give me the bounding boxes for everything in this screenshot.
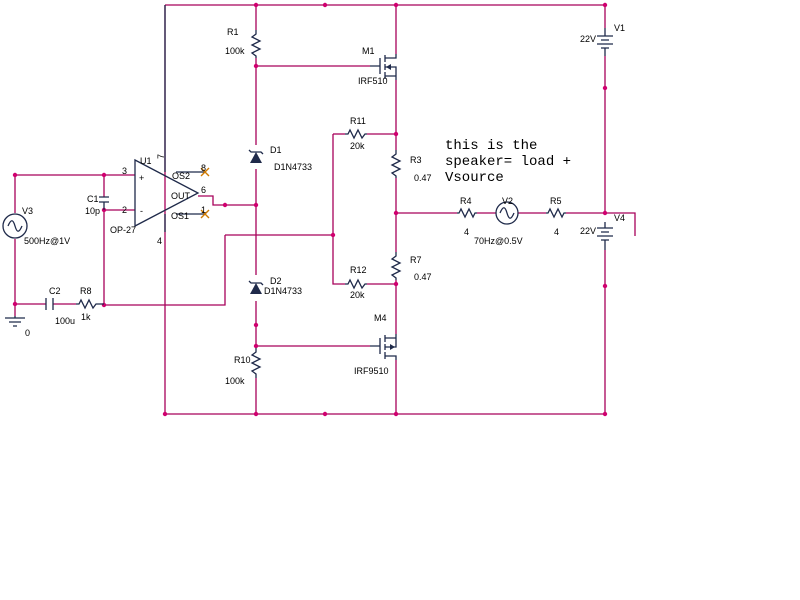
opamp-u1: U1 3 2 7 4 6 8 1 + - OS2 OUT OS1 OP-27 [110,5,210,246]
capacitor-c2: C2 100u [45,286,75,326]
u1-os2: OS2 [172,171,190,181]
speaker-note: this is the speaker= load + Vsource [445,138,571,186]
u1-plus: + [139,173,144,183]
v2-value: 70Hz@0.5V [474,236,523,246]
d1-value: D1N4733 [274,162,312,172]
resistor-r3: R3 0.47 [390,150,432,183]
u1-pin-2: 2 [122,205,127,215]
m4-ref: M4 [374,313,387,323]
v1-ref: V1 [614,23,625,33]
r4-ref: R4 [460,196,472,206]
r12-value: 20k [350,290,365,300]
v2-ref: V2 [502,196,513,206]
d2-value: D1N4733 [264,286,302,296]
mosfet-m4: M4 IRF9510 [354,313,397,376]
r5-ref: R5 [550,196,562,206]
v1-value: 22V [580,34,596,44]
note-line-2: speaker= load + [445,154,571,170]
resistor-r7: R7 0.47 [390,252,432,282]
r11-value: 20k [350,141,365,151]
battery-v4: V4 22V [580,213,625,250]
resistor-r5: R5 4 [546,196,566,237]
r4-value: 4 [464,227,469,237]
resistor-r1: R1 100k [225,27,262,58]
ground-symbol: 0 [5,316,30,338]
battery-v1: V1 22V [580,23,625,56]
c2-value: 100u [55,316,75,326]
u1-pin-7: 7 [156,154,166,159]
resistor-r8: R8 1k [76,286,104,322]
r10-ref: R10 [234,355,251,365]
m1-ref: M1 [362,46,375,56]
u1-pin-8: 8 [201,163,206,173]
c1-value: 10p [85,206,100,216]
m4-value: IRF9510 [354,366,389,376]
r8-ref: R8 [80,286,92,296]
source-v2: V2 70Hz@0.5V [474,196,523,246]
source-v3: V3 500Hz@1V [2,206,70,246]
r3-ref: R3 [410,155,422,165]
r8-value: 1k [81,312,91,322]
u1-pin-4: 4 [157,236,162,246]
r12-ref: R12 [350,265,367,275]
u1-value: OP-27 [110,225,136,235]
u1-os1: OS1 [171,211,189,221]
resistor-r11: R11 20k [345,116,367,151]
r3-value: 0.47 [414,173,432,183]
r7-value: 0.47 [414,272,432,282]
ground-label: 0 [25,328,30,338]
wires [14,4,636,415]
r7-ref: R7 [410,255,422,265]
u1-pin-3: 3 [122,166,127,176]
u1-pin-1: 1 [201,205,206,215]
capacitor-c1: C1 10p [85,194,109,216]
mosfet-m1: M1 IRF510 [358,46,397,86]
c1-ref: C1 [87,194,99,204]
note-line-1: this is the [445,138,537,154]
resistor-r4: R4 4 [457,196,477,237]
u1-ref: U1 [140,156,152,166]
r10-value: 100k [225,376,245,386]
r1-ref: R1 [227,27,239,37]
r1-value: 100k [225,46,245,56]
v4-ref: V4 [614,213,625,223]
d2-ref: D2 [270,276,282,286]
r11-ref: R11 [350,116,366,126]
c2-ref: C2 [49,286,61,296]
note-line-3: Vsource [445,170,504,186]
m1-value: IRF510 [358,76,388,86]
d1-ref: D1 [270,145,282,155]
v4-value: 22V [580,226,596,236]
u1-out: OUT [171,191,191,201]
zener-diode-d1: D1 D1N4733 [248,145,312,172]
u1-pin-6: 6 [201,185,206,195]
resistor-r12: R12 20k [345,265,367,300]
zener-diode-d2: D2 D1N4733 [248,276,302,296]
resistor-r10: R10 100k [225,348,262,386]
u1-minus: - [140,206,143,216]
v3-ref: V3 [22,206,33,216]
r5-value: 4 [554,227,559,237]
v3-value: 500Hz@1V [24,236,70,246]
